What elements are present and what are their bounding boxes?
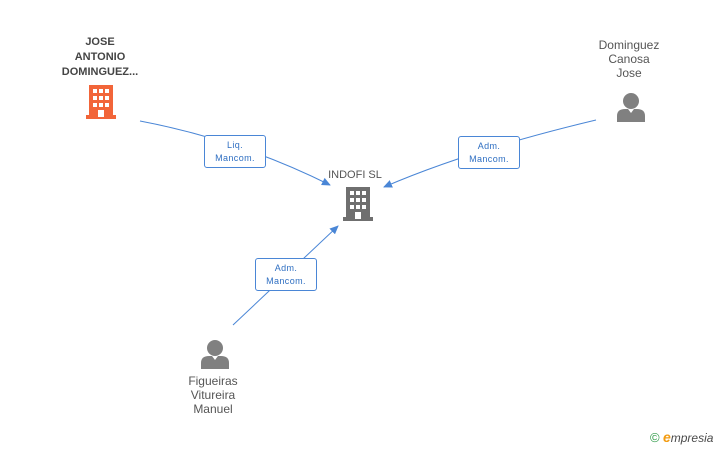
- watermark-logo-rest: mpresia: [670, 431, 714, 445]
- node-top-right-label: Dominguez Canosa Jose: [584, 38, 674, 80]
- node-bottom-left-label: Figueiras Vitureira Manuel: [168, 374, 258, 416]
- node-top-left-label: JOSE ANTONIO DOMINGUEZ...: [55, 35, 145, 80]
- edge-label-right-line2: Mancom.: [469, 154, 509, 164]
- edge-label-right[interactable]: Adm. Mancom.: [458, 136, 520, 169]
- building-icon[interactable]: [343, 187, 373, 226]
- node-top-right-line2: Canosa: [608, 52, 650, 66]
- empresia-watermark: © empresia: [650, 429, 713, 445]
- node-top-left-line1: JOSE: [85, 36, 115, 48]
- person-icon[interactable]: [617, 92, 645, 127]
- node-top-right-line1: Dominguez: [598, 38, 660, 52]
- edge-label-left[interactable]: Liq. Mancom.: [204, 135, 266, 168]
- node-top-left-line2: ANTONIO: [74, 51, 126, 63]
- building-icon[interactable]: [86, 85, 116, 124]
- node-bottom-left-line3: Manuel: [193, 402, 233, 416]
- node-bottom-left-line1: Figueiras: [188, 374, 238, 388]
- edge-label-left-line2: Mancom.: [215, 153, 255, 163]
- edge-label-left-line1: Liq.: [226, 140, 244, 150]
- person-icon[interactable]: [201, 339, 229, 374]
- node-bottom-left-line2: Vitureira: [190, 388, 236, 402]
- watermark-logo-e: e: [662, 429, 671, 445]
- edge-label-bottom-line1: Adm.: [274, 263, 298, 273]
- edge-label-right-line1: Adm.: [477, 141, 501, 151]
- node-top-right-line3: Jose: [616, 66, 642, 80]
- edge-label-bottom[interactable]: Adm. Mancom.: [255, 258, 317, 291]
- edge-label-bottom-line2: Mancom.: [266, 276, 306, 286]
- node-top-left-line3: DOMINGUEZ...: [61, 66, 139, 78]
- copyright-symbol: ©: [650, 430, 660, 445]
- node-center-label: INDOFI SL: [328, 169, 382, 181]
